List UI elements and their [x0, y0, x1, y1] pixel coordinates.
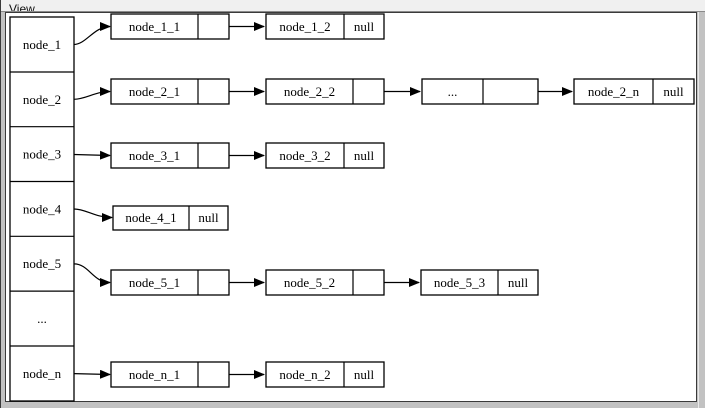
list-node-label: node_5_3 [434, 275, 485, 290]
list-node-label: node_1_1 [129, 19, 180, 34]
null-label: null [198, 210, 219, 225]
list-node: node_3_1 [110, 142, 230, 169]
list-node: node_2_n null [573, 78, 695, 105]
list-node: node_4_1 null [112, 205, 229, 231]
list-node: node_5_2 [265, 269, 385, 296]
array-cell-label: node_n [23, 366, 62, 381]
list-node-label: node_3_2 [279, 148, 330, 163]
list-row-1: node_1_1 node_1_2 null [73, 13, 385, 46]
array-cell-label: node_4 [23, 202, 62, 217]
array-cell-label: node_3 [23, 147, 61, 162]
null-label: null [663, 84, 684, 99]
list-row-4: node_4_1 null [73, 205, 229, 231]
head-pointer-arrow [73, 263, 111, 287]
list-node-label: node_4_1 [125, 210, 176, 225]
list-row-5: node_5_1 node_5_2 node_5_3 null [73, 263, 539, 296]
array-cell-label: node_2 [23, 92, 61, 107]
list-row-n: node_n_1 node_n_2 null [73, 361, 385, 388]
list-node-label: node_2_1 [129, 84, 180, 99]
list-node: node_n_1 [110, 361, 230, 388]
head-pointer-arrow [73, 369, 111, 379]
diagram-canvas [5, 12, 697, 402]
head-pointer-arrow [73, 22, 111, 46]
list-node: node_2_1 [110, 78, 230, 105]
list-node-label: ... [448, 84, 458, 99]
list-node-label: node_n_2 [279, 367, 330, 382]
list-row-2: node_2_1 node_2_2 ... node_2_n [73, 78, 695, 105]
null-label: null [354, 367, 375, 382]
null-label: null [354, 19, 375, 34]
array-cell-label: node_5 [23, 256, 61, 271]
null-label: null [508, 275, 529, 290]
array-cell-label: node_1 [23, 37, 61, 52]
null-label: null [354, 148, 375, 163]
list-node: node_n_2 null [265, 361, 385, 388]
list-node: node_3_2 null [265, 142, 385, 169]
list-node: ... [421, 78, 539, 105]
list-node-label: node_2_n [588, 84, 640, 99]
array-column: node_1 node_2 node_3 node_4 node_5 ... n… [9, 16, 75, 402]
list-row-3: node_3_1 node_3_2 null [73, 142, 385, 169]
head-pointer-arrow [73, 208, 113, 222]
list-node-label: node_5_1 [129, 275, 180, 290]
list-node: node_1_2 null [265, 13, 385, 40]
list-node-label: node_5_2 [284, 275, 335, 290]
list-node: node_2_2 [265, 78, 385, 105]
list-node-label: node_1_2 [279, 19, 330, 34]
list-node-label: node_2_2 [284, 84, 335, 99]
head-pointer-arrow [73, 150, 111, 160]
list-node: node_5_1 [110, 269, 230, 296]
list-node: node_1_1 [110, 13, 230, 40]
list-node: node_5_3 null [420, 269, 539, 296]
window-edge [698, 12, 699, 408]
menu-view[interactable]: View [9, 2, 35, 12]
list-node-label: node_n_1 [129, 367, 180, 382]
array-cell-label: ... [37, 311, 47, 326]
head-pointer-arrow [73, 87, 111, 100]
list-node-label: node_3_1 [129, 148, 180, 163]
menu-bar: View [1, 0, 705, 12]
